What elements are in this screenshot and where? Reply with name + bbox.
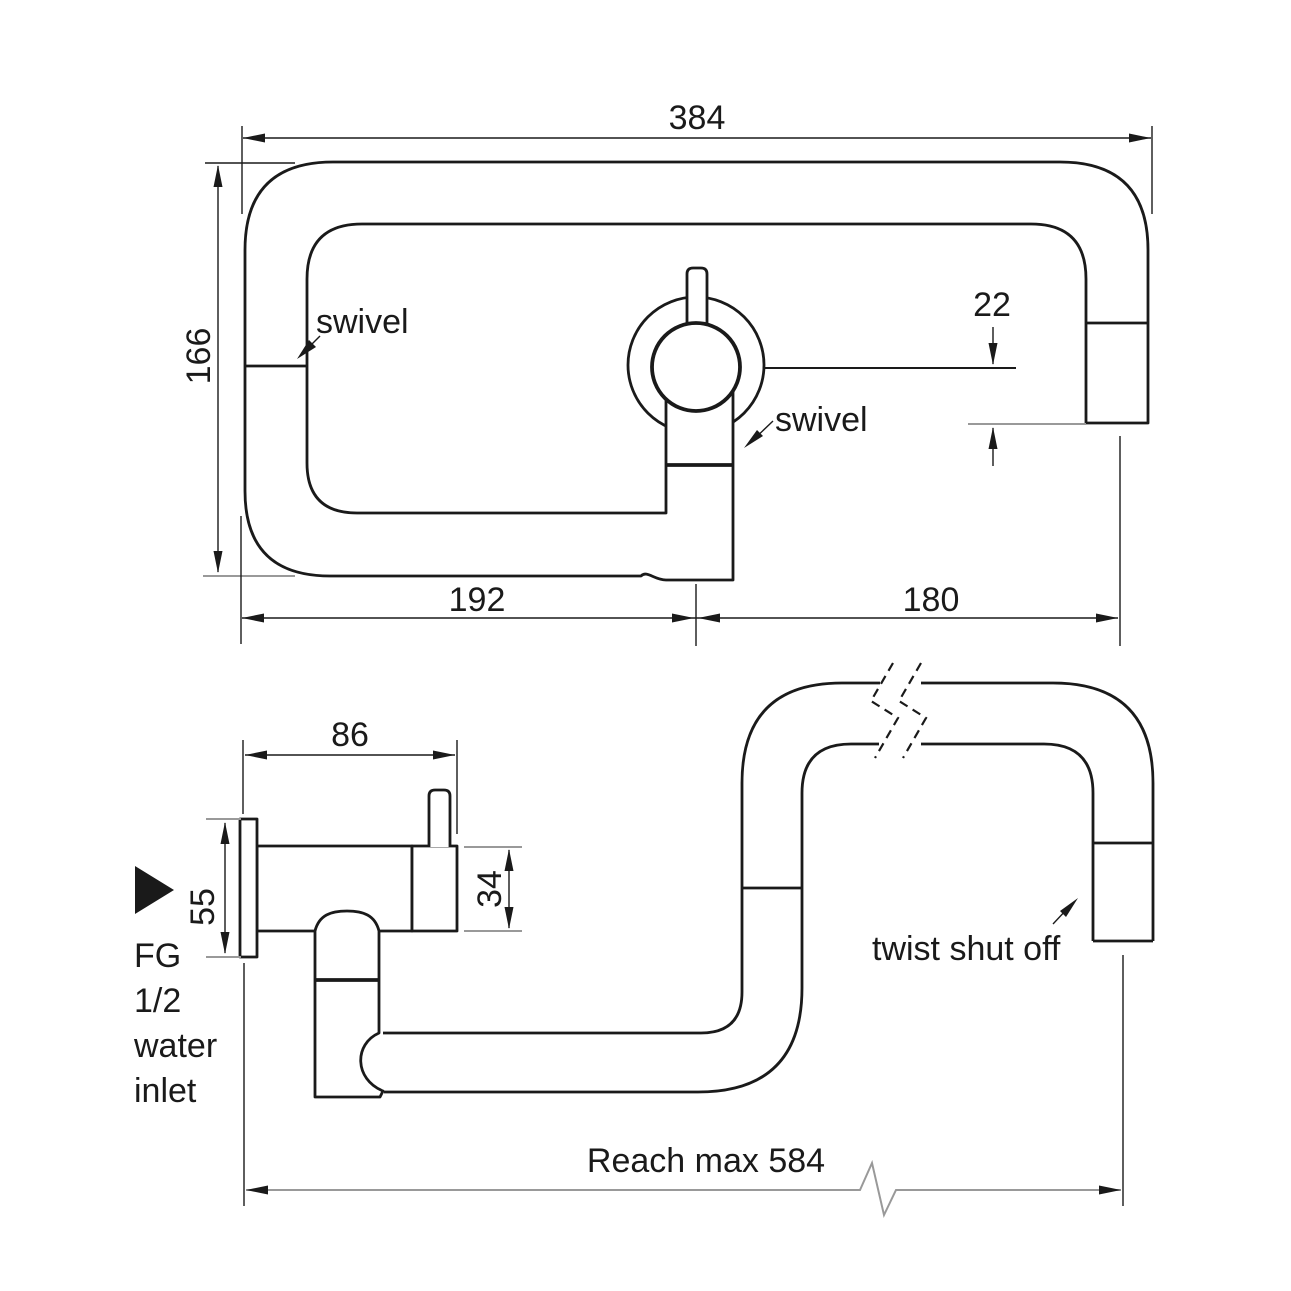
- dim-reach-arrow-right: [1099, 1185, 1121, 1195]
- water-inlet-direction-icon: [135, 866, 174, 914]
- dim-22-arrow-up: [988, 427, 998, 449]
- dim-384-arrow-left: [243, 133, 265, 143]
- swivel-body-leader-arrow: [744, 430, 763, 448]
- dim-384-arrow-right: [1129, 133, 1151, 143]
- dim-34-text: 34: [471, 870, 509, 908]
- dim-reach-text: Reach max 584: [587, 1142, 825, 1180]
- dim-180-text: 180: [903, 581, 960, 619]
- dim-55-arrow-bottom: [220, 932, 230, 954]
- inlet-label-line-4: inlet: [134, 1072, 197, 1110]
- dim-reach-line: [246, 1159, 1121, 1219]
- reach-pipe-inner-edge: [383, 681, 1155, 1035]
- twist-shut-off-label: twist shut off: [872, 930, 1061, 968]
- swivel-body-label: swivel: [775, 401, 868, 439]
- dim-55-text: 55: [184, 888, 222, 926]
- dim-192-arrow-right: [672, 613, 694, 623]
- dim-22-arrow-down: [988, 343, 998, 365]
- top-view: 384 166 22 192 180 swivel swivel: [180, 99, 1153, 646]
- dim-180-arrow-right: [1096, 613, 1118, 623]
- swivel-elbow-label: swivel: [316, 303, 409, 341]
- dim-reach-arrow-left: [246, 1185, 268, 1195]
- dim-192-text: 192: [449, 581, 506, 619]
- side-view: FG 1/2 water inlet 86 5: [133, 662, 1155, 1219]
- twist-shut-off-leader-arrow: [1060, 898, 1078, 917]
- swivel-flange-inner-circle: [650, 321, 742, 413]
- dim-166-arrow-top: [213, 165, 223, 187]
- dim-55-arrow-top: [220, 822, 230, 844]
- dim-166-arrow-bottom: [213, 551, 223, 573]
- inlet-label-line-3: water: [133, 1027, 217, 1065]
- dim-34-arrow-top: [504, 849, 514, 871]
- reach-pipe-outer-edge: [384, 742, 1095, 1094]
- inlet-label-line-1: FG: [134, 937, 181, 975]
- dim-34-arrow-bottom: [504, 907, 514, 929]
- dim-166-text: 166: [180, 328, 218, 385]
- dim-22-text: 22: [973, 286, 1011, 324]
- dim-86-arrow-right: [433, 750, 455, 760]
- dim-180-arrow-left: [698, 613, 720, 623]
- valve-handle-top-view: [685, 266, 709, 330]
- wall-flange: [238, 817, 259, 959]
- dim-86-text: 86: [331, 716, 369, 754]
- pipe-break-zigzag-right: [897, 662, 928, 759]
- drop-arm: [313, 909, 385, 1099]
- valve-handle-side-view: [427, 788, 452, 847]
- inlet-label-line-2: 1/2: [134, 982, 181, 1020]
- pipe-body-plan-outline: [243, 160, 1150, 582]
- dim-192-arrow-left: [242, 613, 264, 623]
- dim-384-text: 384: [669, 99, 726, 137]
- dim-86-arrow-left: [245, 750, 267, 760]
- swivel-elbow-leader-arrow: [297, 340, 316, 359]
- valve-end-cap: [410, 844, 459, 933]
- pipe-break-zigzag-left: [869, 662, 900, 759]
